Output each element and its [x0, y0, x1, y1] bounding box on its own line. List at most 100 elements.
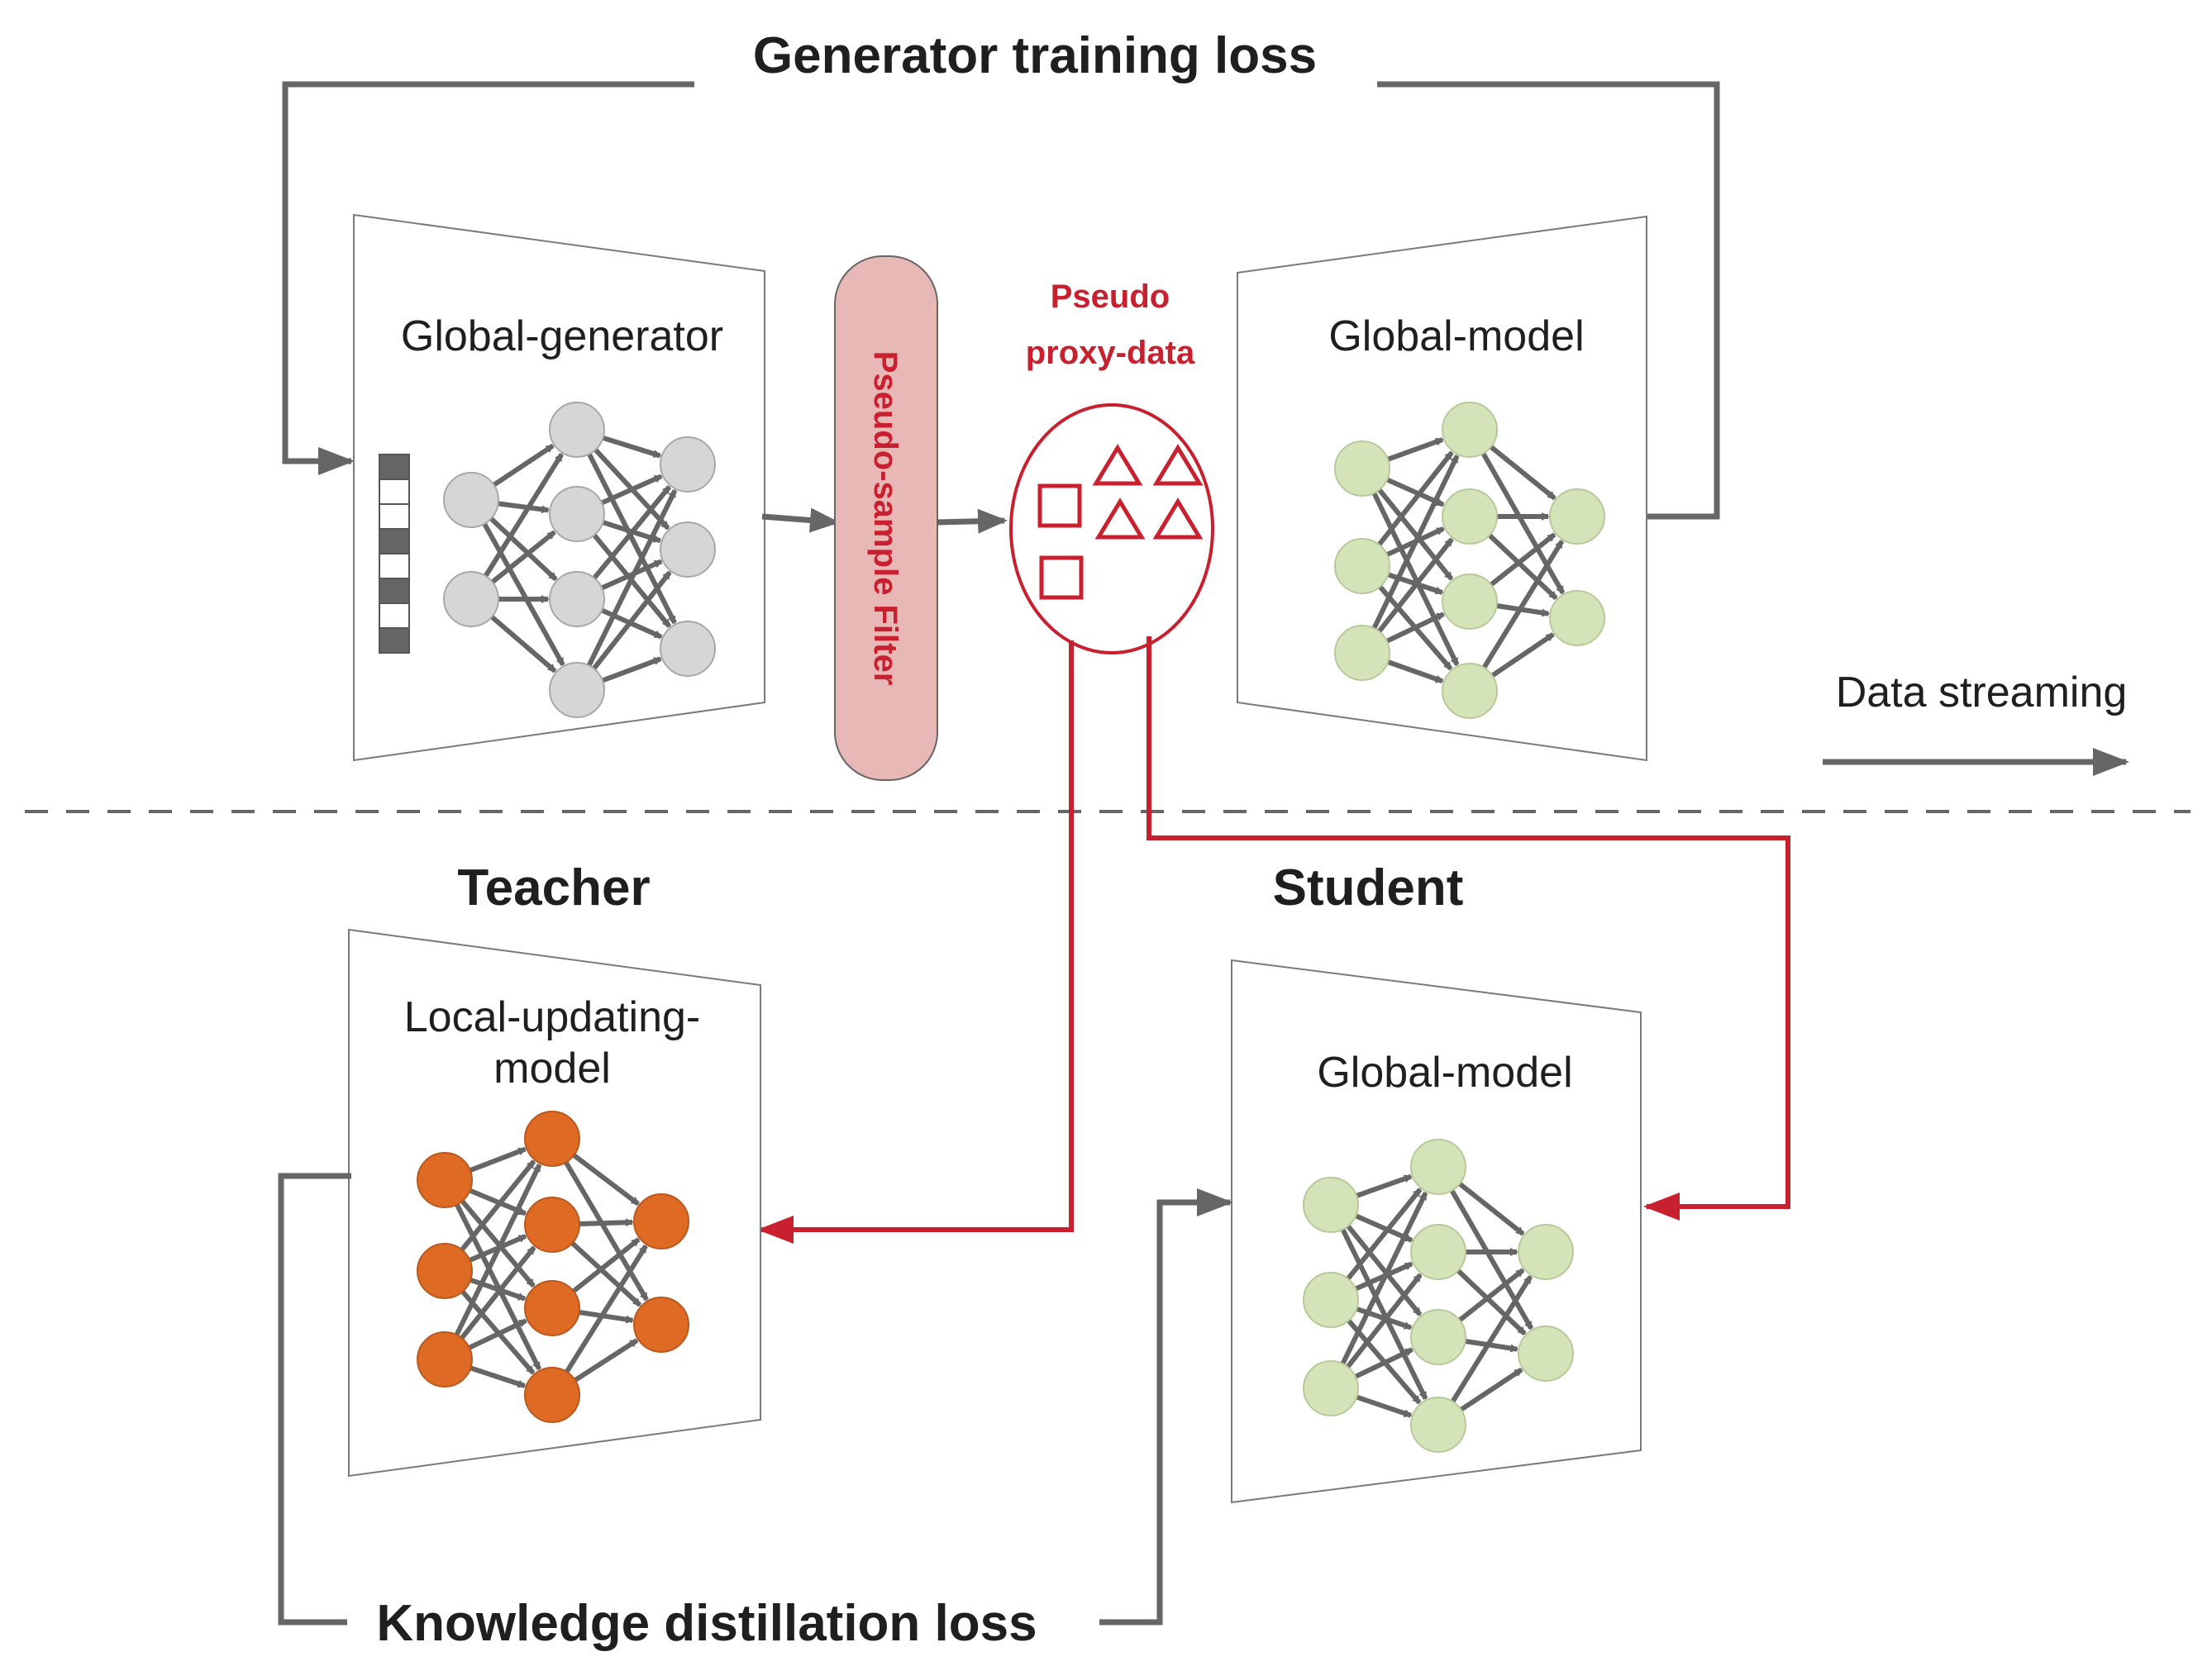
network-node: [549, 486, 605, 542]
noise-cell: [379, 602, 410, 629]
network-node: [1410, 1309, 1466, 1365]
data-streaming-label: Data streaming: [1836, 669, 2128, 716]
noise-cell: [379, 478, 410, 505]
network-edge: [1489, 445, 1557, 501]
network-node: [443, 571, 499, 627]
network-edge: [571, 1237, 641, 1293]
network-node: [417, 1243, 473, 1299]
network-edge: [579, 1309, 635, 1324]
network-edge: [455, 1203, 542, 1371]
proxy-triangle: [1152, 444, 1204, 486]
network-edge: [1490, 532, 1557, 587]
network-node: [549, 402, 605, 458]
network-edge: [1346, 1224, 1423, 1316]
network-edge: [1340, 1228, 1428, 1401]
generator-loss-loop-left: [282, 81, 694, 475]
student-header: Student: [1273, 859, 1464, 916]
network-node: [443, 472, 499, 528]
pseudo-proxy-label-line2: proxy-data: [1026, 335, 1195, 371]
network-edge: [460, 1245, 536, 1340]
network-edge: [1346, 1188, 1423, 1281]
network-edge: [470, 1365, 527, 1388]
network-node: [1303, 1177, 1359, 1233]
network-edge: [490, 530, 556, 584]
network-node: [1410, 1224, 1466, 1280]
network-edge: [1371, 492, 1460, 667]
network-node: [417, 1331, 473, 1388]
arrow-filter-to-proxy: [935, 508, 1008, 534]
noise-cell: [379, 553, 410, 579]
network-edge: [1481, 540, 1565, 669]
network-edge: [1356, 1173, 1413, 1198]
network-edge: [1377, 450, 1454, 546]
network-node: [633, 1193, 689, 1250]
teacher-network: [417, 1111, 689, 1423]
network-edge: [1459, 1367, 1523, 1412]
network-edge: [574, 1338, 639, 1383]
network-edge: [565, 1244, 648, 1373]
network-node: [633, 1297, 689, 1353]
network-node: [1334, 538, 1390, 594]
noise-cell: [379, 454, 410, 480]
network-node: [1442, 574, 1498, 630]
pseudo-proxy-data-ellipse: [1009, 403, 1214, 654]
network-edge: [564, 1160, 649, 1302]
network-node: [1334, 440, 1390, 497]
network-edge: [1496, 603, 1551, 617]
network-edge: [492, 443, 555, 488]
network-edge: [1371, 454, 1460, 630]
generator-network: [443, 402, 716, 718]
network-edge: [1487, 533, 1558, 601]
network-edge: [1450, 1275, 1533, 1403]
network-node: [1518, 1224, 1574, 1280]
network-edge: [587, 453, 677, 625]
student-model-label: Global-model: [1317, 1049, 1572, 1097]
network-edge: [1465, 1339, 1519, 1353]
network-edge: [1490, 632, 1555, 678]
network-edge: [1449, 1189, 1534, 1330]
teacher-header: Teacher: [457, 859, 650, 916]
teacher-model-label-line2: model: [493, 1045, 611, 1092]
network-node: [1518, 1326, 1574, 1382]
network-edge: [489, 516, 558, 582]
noise-cell: [379, 578, 410, 604]
network-node: [549, 662, 605, 718]
network-edge: [1456, 1269, 1527, 1336]
pseudo-sample-filter: [834, 255, 938, 781]
proxy-to-teacher-route: [757, 640, 1074, 1244]
network-node: [417, 1152, 473, 1208]
network-node: [1549, 488, 1605, 545]
network-node: [660, 436, 716, 493]
network-node: [1303, 1360, 1359, 1416]
network-edge: [570, 1241, 642, 1307]
network-node: [1442, 402, 1498, 458]
network-node: [1549, 590, 1605, 646]
network-edge: [1458, 1182, 1525, 1236]
global-generator-panel: [353, 213, 765, 762]
network-edge: [482, 522, 565, 667]
network-edge: [592, 485, 672, 580]
network-edge: [601, 656, 663, 683]
network-edge: [483, 452, 565, 578]
network-edge: [1356, 1394, 1413, 1418]
network-edge: [600, 474, 663, 506]
network-node: [524, 1197, 580, 1253]
noise-vector: [379, 454, 410, 654]
generator-loss-loop-right: [1377, 81, 1720, 520]
network-edge: [579, 1218, 635, 1227]
distillation-loop-left: [278, 1173, 351, 1626]
global-generator-label: Global-generator: [401, 312, 723, 360]
network-edge: [572, 1153, 640, 1207]
network-edge: [1458, 1268, 1525, 1322]
network-node: [1410, 1139, 1466, 1195]
noise-cell: [379, 627, 410, 654]
network-edge: [1377, 537, 1454, 633]
network-edge: [460, 1199, 536, 1288]
network-edge: [498, 501, 551, 514]
generator-training-loss-label: Generator training loss: [753, 27, 1317, 84]
proxy-triangle: [1094, 497, 1146, 540]
network-node: [1442, 663, 1498, 719]
network-edge: [1387, 659, 1444, 684]
network-node: [524, 1280, 580, 1336]
knowledge-distillation-loss-label: Knowledge distillation loss: [376, 1595, 1037, 1652]
